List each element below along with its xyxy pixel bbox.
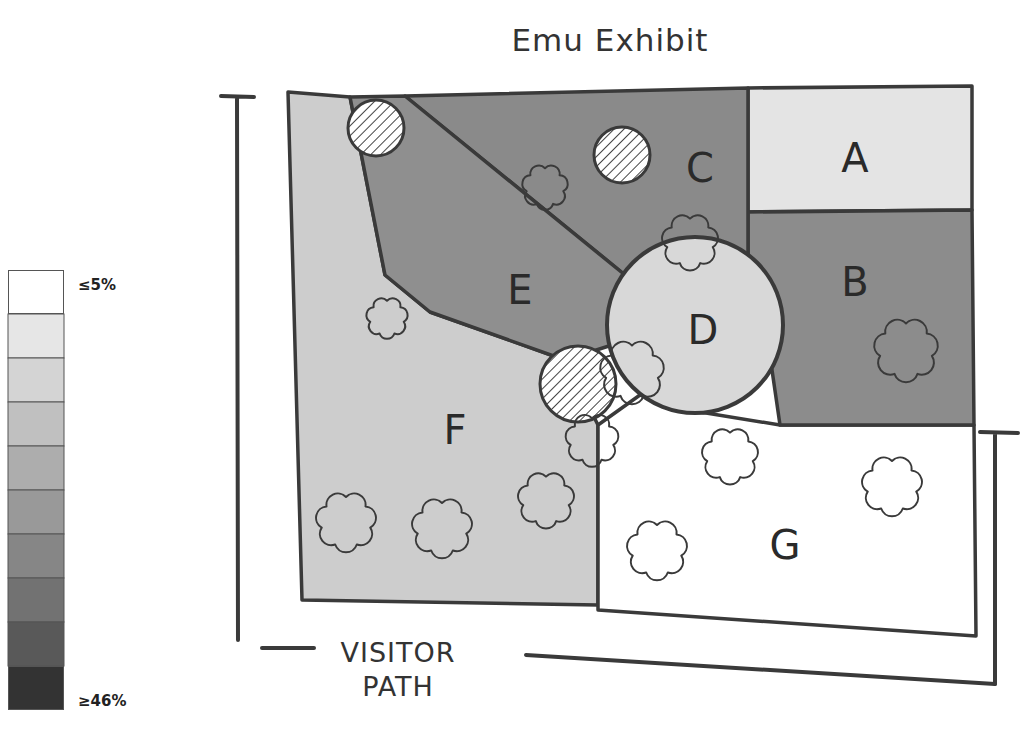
bush [627, 522, 687, 581]
bush [566, 415, 619, 467]
region-outline [598, 395, 976, 636]
region-letter: A [841, 138, 868, 178]
exhibit-title: Emu Exhibit [440, 22, 780, 58]
bush [522, 166, 567, 210]
region-letter: E [507, 270, 532, 310]
legend-swatch [8, 666, 64, 710]
bush [316, 494, 376, 553]
bush [874, 320, 937, 382]
bush [600, 342, 663, 404]
path-line [221, 96, 254, 640]
bush [412, 500, 472, 559]
bushes [316, 166, 938, 581]
legend-step [8, 578, 64, 622]
bush [662, 215, 718, 270]
path-line [262, 646, 314, 650]
hatched-circle [594, 127, 650, 183]
exhibit-region: A [744, 82, 976, 216]
legend-step [8, 534, 64, 578]
bush [702, 429, 758, 484]
legend-step [8, 314, 64, 358]
path-line [526, 655, 995, 684]
legend-swatch [8, 270, 64, 314]
visitor-path-bracket [221, 96, 1018, 684]
region-shape [594, 391, 980, 640]
region-letter: C [686, 148, 714, 188]
region-letter: D [688, 310, 719, 350]
hatched-circles [348, 100, 650, 422]
bush [862, 458, 922, 517]
legend-scale [8, 314, 64, 666]
legend-step [8, 490, 64, 534]
legend-step [8, 402, 64, 446]
region-letter: B [841, 262, 868, 302]
bush [366, 298, 407, 338]
legend-label: ≤5% [78, 276, 116, 294]
exhibit-region: G [594, 391, 980, 640]
region-outline [748, 86, 972, 212]
bush [518, 473, 574, 528]
path-line [980, 432, 1018, 684]
region-outline [607, 237, 783, 413]
region-letter: F [443, 410, 466, 450]
region-letter: G [770, 525, 801, 565]
path-label: VISITOR PATH [318, 636, 478, 704]
legend-label: ≥46% [78, 692, 126, 710]
hatched-circle [348, 100, 404, 156]
exhibit-region: D [603, 233, 787, 417]
legend-step [8, 358, 64, 402]
legend-step [8, 446, 64, 490]
legend-step [8, 622, 64, 666]
